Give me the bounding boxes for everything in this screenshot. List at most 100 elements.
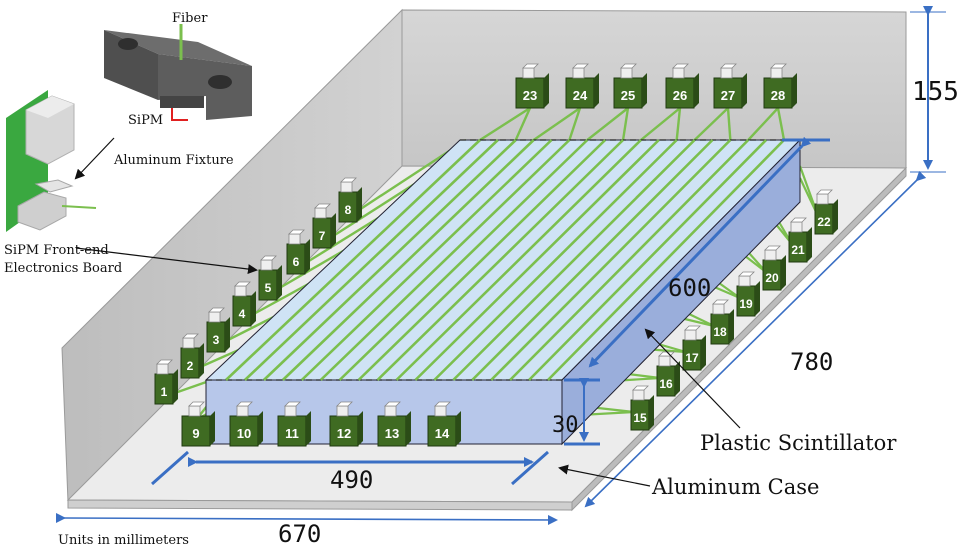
sipm-connector bbox=[208, 311, 221, 323]
sipm-connector-top bbox=[288, 229, 305, 235]
sipm-connector bbox=[770, 67, 783, 79]
sipm-body-side bbox=[649, 395, 654, 430]
sipm-body-side bbox=[594, 73, 599, 108]
sipm-marker-icon bbox=[171, 108, 188, 121]
sipm-connector-top bbox=[434, 401, 451, 407]
sipm-module: 26 bbox=[665, 63, 699, 109]
sipm-number: 19 bbox=[739, 297, 753, 311]
board-label-line2: Electronics Board bbox=[4, 261, 122, 276]
aluminum-fixture-inset: Fiber SiPM Aluminum Fixture bbox=[104, 11, 252, 168]
sipm-body-side bbox=[755, 281, 760, 316]
sipm-body bbox=[427, 415, 457, 447]
sipm-body-side bbox=[305, 239, 310, 274]
dim-155-label: 155 bbox=[912, 77, 959, 107]
case-floor-edge bbox=[67, 499, 573, 511]
sipm-body-side bbox=[642, 73, 647, 108]
fiber-line bbox=[514, 107, 532, 141]
fiber-line bbox=[776, 107, 786, 141]
sipm-number: 11 bbox=[285, 426, 299, 441]
sipm-module: 23 bbox=[515, 63, 549, 109]
scintillator-callout-arrow bbox=[644, 328, 741, 429]
sipm-connector bbox=[632, 389, 645, 401]
sipm-module: 7 bbox=[312, 203, 336, 249]
sipm-connector-top bbox=[236, 401, 253, 407]
sipm-number: 28 bbox=[771, 88, 785, 103]
dim-670-line bbox=[55, 512, 558, 525]
sipm-body-side bbox=[781, 255, 786, 290]
sipm-number: 6 bbox=[293, 255, 300, 269]
sipm-module: 4 bbox=[232, 281, 256, 327]
sipm-connector bbox=[684, 329, 697, 341]
fiber-line bbox=[675, 107, 682, 141]
fixture-body-right bbox=[158, 54, 252, 120]
sipm-body bbox=[515, 77, 545, 109]
fixture-body-front bbox=[104, 30, 158, 100]
sipm-number: 12 bbox=[337, 426, 351, 441]
sipm-body-side bbox=[358, 411, 363, 446]
sipm-body-side bbox=[742, 73, 747, 108]
sipm-body-side bbox=[173, 369, 178, 404]
sipm-connector-top bbox=[620, 63, 637, 69]
sipm-number: 1 bbox=[161, 385, 168, 399]
sipm-connector-top bbox=[208, 307, 225, 313]
dim-600-label: 600 bbox=[668, 274, 711, 302]
aluminum-fixture-label: Aluminum Fixture bbox=[113, 153, 234, 168]
sipm-module: 25 bbox=[613, 63, 647, 109]
sipm-body-side bbox=[456, 411, 461, 446]
board-callout-arrow bbox=[75, 247, 258, 274]
pcb-connector-top bbox=[34, 179, 74, 193]
sipm-number: 26 bbox=[673, 88, 687, 103]
sipm-number: 18 bbox=[713, 325, 727, 339]
case-callout-arrow bbox=[558, 464, 651, 487]
fiber-line bbox=[568, 107, 582, 141]
sipm-body bbox=[377, 415, 407, 447]
sipm-connector bbox=[314, 207, 327, 219]
fixture-slot bbox=[160, 96, 204, 108]
sipm-connector-top bbox=[156, 359, 173, 365]
sipm-number: 20 bbox=[765, 271, 779, 285]
fiber-line bbox=[300, 139, 553, 381]
sipm-body-side bbox=[277, 265, 282, 300]
sipm-connector bbox=[658, 355, 671, 367]
sipm-number: 3 bbox=[213, 333, 220, 347]
sipm-connector bbox=[288, 233, 301, 245]
fixture-hole-right bbox=[208, 75, 232, 89]
fiber-line bbox=[693, 107, 729, 141]
sipm-module: 9 bbox=[181, 401, 215, 447]
sipm-connector bbox=[234, 285, 247, 297]
sipm-body-side bbox=[792, 73, 797, 108]
fiber-label: Fiber bbox=[172, 11, 208, 26]
fiber-line bbox=[747, 107, 779, 141]
sipm-connector bbox=[260, 259, 273, 271]
fiber-line bbox=[357, 139, 607, 381]
sipm-connector bbox=[284, 405, 297, 417]
fiber-line bbox=[376, 139, 624, 381]
sipm-connector-top bbox=[340, 177, 357, 183]
sipm-body bbox=[763, 77, 793, 109]
sipm-module: 3 bbox=[206, 307, 230, 353]
sipm-body-side bbox=[331, 213, 336, 248]
fixture-callout-arrow bbox=[74, 137, 115, 180]
sipm-body-side bbox=[306, 411, 311, 446]
fiber-line bbox=[262, 139, 517, 381]
sipm-module: 6 bbox=[286, 229, 310, 275]
dim-490-tick-right bbox=[511, 450, 549, 486]
sipm-connector-top bbox=[188, 401, 205, 407]
sipm-module: 2 bbox=[180, 333, 204, 379]
pcb-fiber-icon bbox=[61, 205, 97, 209]
sipm-connector bbox=[672, 67, 685, 79]
electronics-board-inset: SiPM Front-end Electronics Board bbox=[4, 90, 122, 276]
aluminum-case-label: Aluminum Case bbox=[651, 475, 819, 499]
fiber-line bbox=[281, 139, 535, 381]
fiber-line bbox=[532, 107, 581, 141]
sipm-connector-top bbox=[770, 63, 787, 69]
sipm-number: 4 bbox=[239, 307, 246, 321]
sipm-connector-top bbox=[260, 255, 277, 261]
sipm-module: 10 bbox=[229, 401, 263, 447]
sipm-number: 13 bbox=[385, 426, 399, 441]
sipm-number: 25 bbox=[621, 88, 635, 103]
fiber-line bbox=[225, 139, 481, 381]
callout-arrows bbox=[74, 137, 741, 487]
sipm-connector-top bbox=[720, 63, 737, 69]
